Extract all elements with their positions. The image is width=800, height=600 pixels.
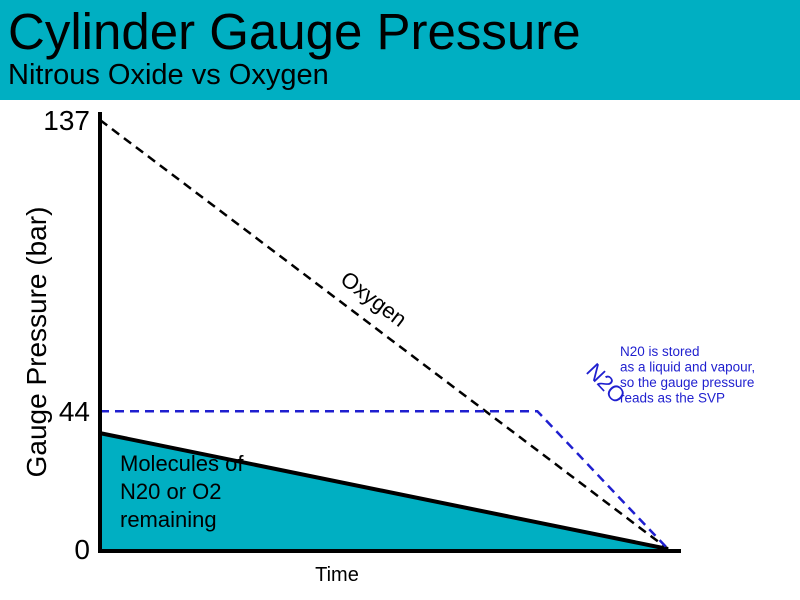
series-label-oxygen: Oxygen <box>336 266 412 332</box>
y-tick-label: 137 <box>43 105 90 136</box>
chart-subtitle: Nitrous Oxide vs Oxygen <box>8 59 329 91</box>
annotation-line: so the gauge pressure <box>620 375 754 390</box>
series-line-n2o <box>100 409 669 550</box>
y-tick-label: 44 <box>59 396 90 427</box>
y-tick-label: 0 <box>74 534 90 565</box>
molecules-remaining-line <box>99 431 669 551</box>
series-layer <box>99 119 669 550</box>
chart-title: Cylinder Gauge Pressure <box>8 3 581 60</box>
annotation-line: N20 is stored <box>620 344 700 359</box>
annotation-line: as a liquid and vapour, <box>620 360 755 375</box>
area-label-line: remaining <box>120 507 217 532</box>
y-axis-label: Gauge Pressure (bar) <box>21 207 52 478</box>
area-label-line: N20 or O2 <box>120 479 222 504</box>
area-label-line: Molecules of <box>120 451 244 476</box>
annotation-line: reads as the SVP <box>620 391 725 406</box>
series-line-oxygen <box>99 119 669 550</box>
molecules-area-layer <box>99 431 669 551</box>
header-band: Cylinder Gauge Pressure Nitrous Oxide vs… <box>0 0 800 100</box>
axes-layer <box>98 112 681 553</box>
x-axis-label: Time <box>315 564 359 586</box>
